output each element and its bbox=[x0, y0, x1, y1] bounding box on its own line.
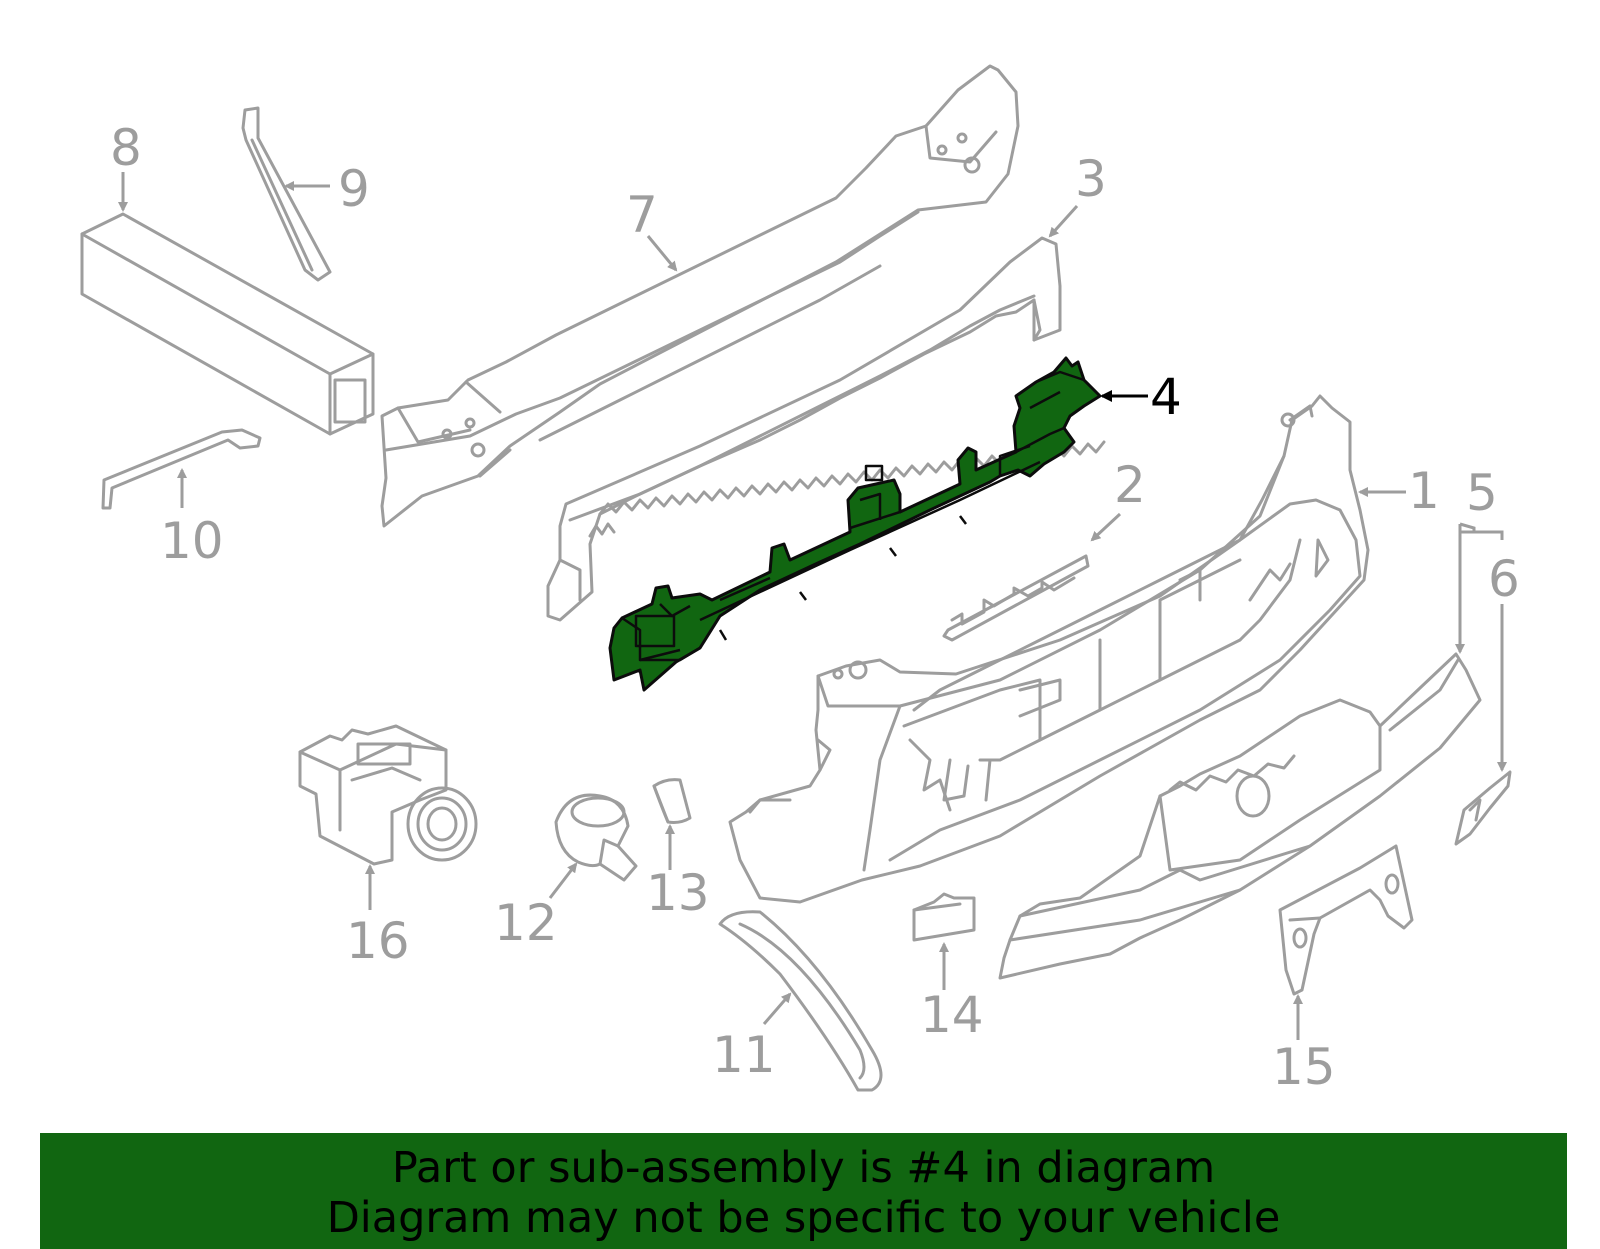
callout-2: 2 bbox=[1114, 456, 1146, 514]
callout-10: 10 bbox=[160, 512, 224, 570]
part-5-lower-panel bbox=[998, 652, 1482, 980]
part-11-reflector bbox=[718, 910, 883, 1092]
callout-1: 1 bbox=[1408, 462, 1440, 520]
part-14-clip bbox=[912, 892, 976, 942]
part-4-highlighted-carrier bbox=[608, 356, 1102, 692]
part-6-bracket bbox=[1454, 770, 1512, 846]
callout-9: 9 bbox=[338, 160, 370, 218]
callout-labels: 8 9 10 7 3 4 2 1 5 6 16 12 13 11 14 15 bbox=[110, 119, 1520, 1096]
callout-8: 8 bbox=[110, 119, 142, 177]
part-10-bracket bbox=[101, 428, 262, 510]
callout-15: 15 bbox=[1272, 1038, 1336, 1096]
callout-12: 12 bbox=[494, 894, 558, 952]
callout-11: 11 bbox=[712, 1026, 776, 1084]
leader-lines bbox=[118, 172, 1507, 1040]
callout-7: 7 bbox=[626, 186, 658, 244]
part-8-box bbox=[80, 212, 375, 436]
callout-6: 6 bbox=[1488, 550, 1520, 608]
info-banner: Part or sub-assembly is #4 in diagram Di… bbox=[40, 1133, 1567, 1249]
part-12-sensor bbox=[554, 793, 638, 882]
part-7-beam bbox=[380, 64, 1020, 528]
part-9-strap bbox=[241, 106, 332, 282]
callout-3: 3 bbox=[1075, 150, 1107, 208]
part-16-camera bbox=[298, 724, 478, 866]
callout-5: 5 bbox=[1466, 464, 1498, 522]
callout-4-highlighted: 4 bbox=[1150, 368, 1182, 426]
part-2-strip bbox=[942, 554, 1090, 642]
callout-13: 13 bbox=[646, 864, 710, 922]
banner-line-2: Diagram may not be specific to your vehi… bbox=[326, 1193, 1281, 1243]
part-13-grommet bbox=[652, 778, 692, 824]
callout-14: 14 bbox=[920, 986, 984, 1044]
part-1-bumper-cover bbox=[728, 394, 1370, 904]
callout-16: 16 bbox=[346, 912, 410, 970]
part-15-bracket bbox=[1278, 844, 1414, 996]
banner-line-1: Part or sub-assembly is #4 in diagram bbox=[391, 1143, 1216, 1193]
